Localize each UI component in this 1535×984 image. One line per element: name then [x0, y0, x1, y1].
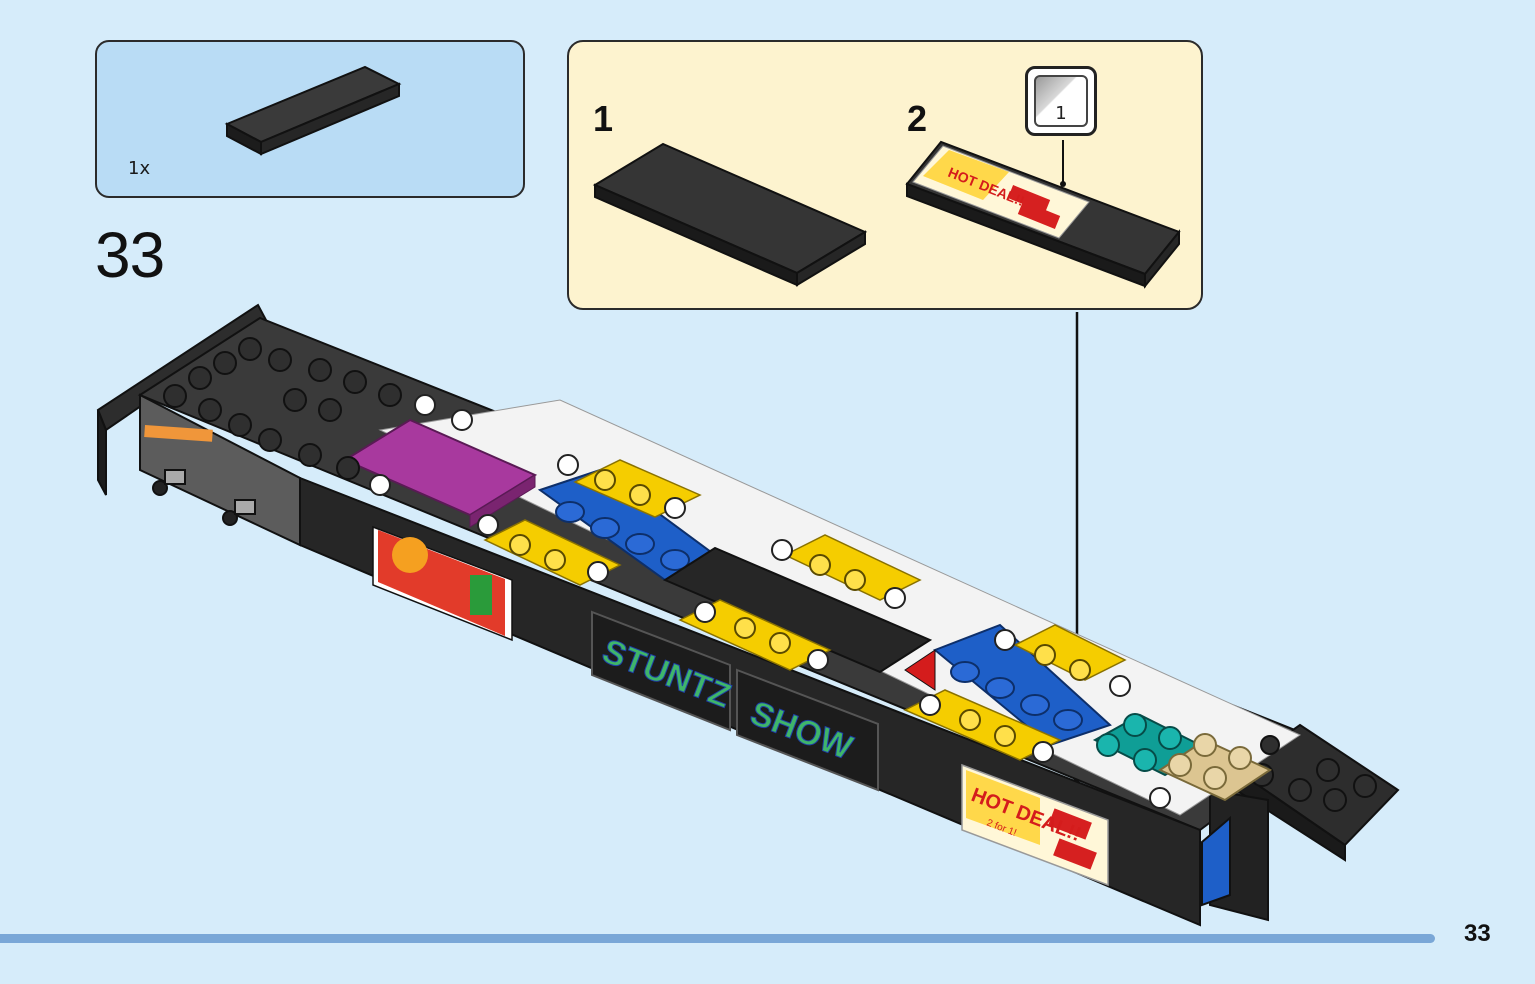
- footer-bar: [0, 934, 1435, 943]
- hinge-pins: [152, 469, 256, 526]
- page-number: 33: [1464, 920, 1491, 947]
- stickered-tile-icon: HOT DEAL!!: [905, 140, 1181, 289]
- sticker-icon: [1034, 75, 1088, 127]
- substep-1-number: 1: [593, 98, 614, 139]
- substep-illustrations: HOT DEAL!!: [592, 140, 1181, 289]
- yellow-studs: [509, 469, 1091, 747]
- part-quantity: 1x: [128, 158, 151, 179]
- parts-callout: [95, 40, 525, 198]
- substep-2-number: 2: [907, 98, 928, 139]
- sticker-leader-dot: [1060, 181, 1066, 187]
- sticker-number: 1: [1055, 103, 1067, 124]
- black-tile-icon: [592, 142, 868, 287]
- sticker-callout: 1: [1025, 66, 1097, 136]
- show-sticker: SHOW: [736, 668, 879, 792]
- white-studs: [369, 394, 1171, 809]
- front-studs: [163, 337, 402, 467]
- black-tile-part-icon: [224, 65, 402, 156]
- sub-assembly-callout: 1 2 HOT DEAL!! 1: [567, 40, 1203, 310]
- chili-sticker: [372, 525, 513, 642]
- orange-strip: [144, 425, 213, 442]
- step-number: 33: [95, 219, 165, 291]
- black-studs: [336, 456, 1377, 812]
